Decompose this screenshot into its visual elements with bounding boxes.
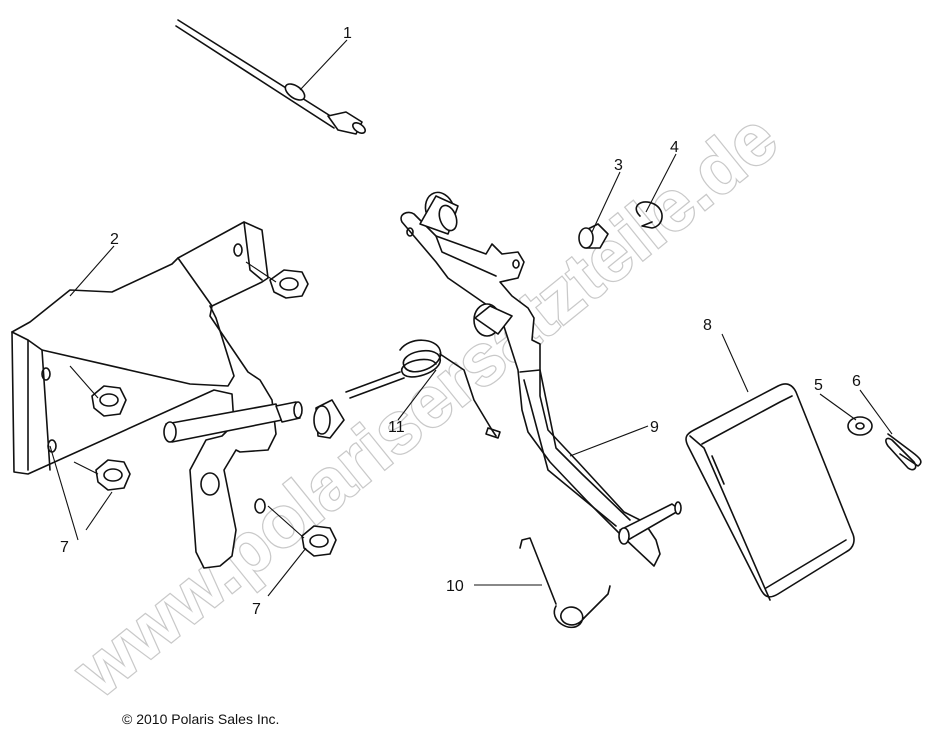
callout-6: 6: [852, 373, 861, 390]
callout-labels: 1 2 3 4 5 6 7 7 8 9 10 11: [60, 25, 861, 618]
callout-8: 8: [703, 317, 712, 334]
callout-4: 4: [670, 139, 679, 156]
part-1-pin: [175, 19, 366, 135]
part-7-nuts: [91, 269, 337, 557]
callout-7a: 7: [60, 539, 69, 556]
part-5-washer: [847, 416, 873, 436]
part-4-clip: [635, 201, 663, 229]
callout-5: 5: [814, 377, 823, 394]
part-6-clip: [885, 433, 922, 471]
copyright-text: © 2010 Polaris Sales Inc.: [122, 711, 279, 727]
callout-7b: 7: [252, 601, 261, 618]
leader-lines: [49, 39, 893, 597]
callout-9: 9: [650, 419, 659, 436]
callout-2: 2: [110, 231, 119, 248]
callout-1: 1: [343, 25, 352, 42]
part-9-pedal: [400, 191, 682, 567]
callout-3: 3: [614, 157, 623, 174]
callout-11: 11: [388, 419, 405, 436]
part-8-pad: [685, 383, 855, 601]
part-10-spring: [519, 537, 611, 629]
bushing-part: [313, 399, 345, 439]
part-11-spring: [345, 339, 501, 439]
callout-10: 10: [446, 578, 464, 595]
part-2-bracket: [11, 221, 303, 569]
